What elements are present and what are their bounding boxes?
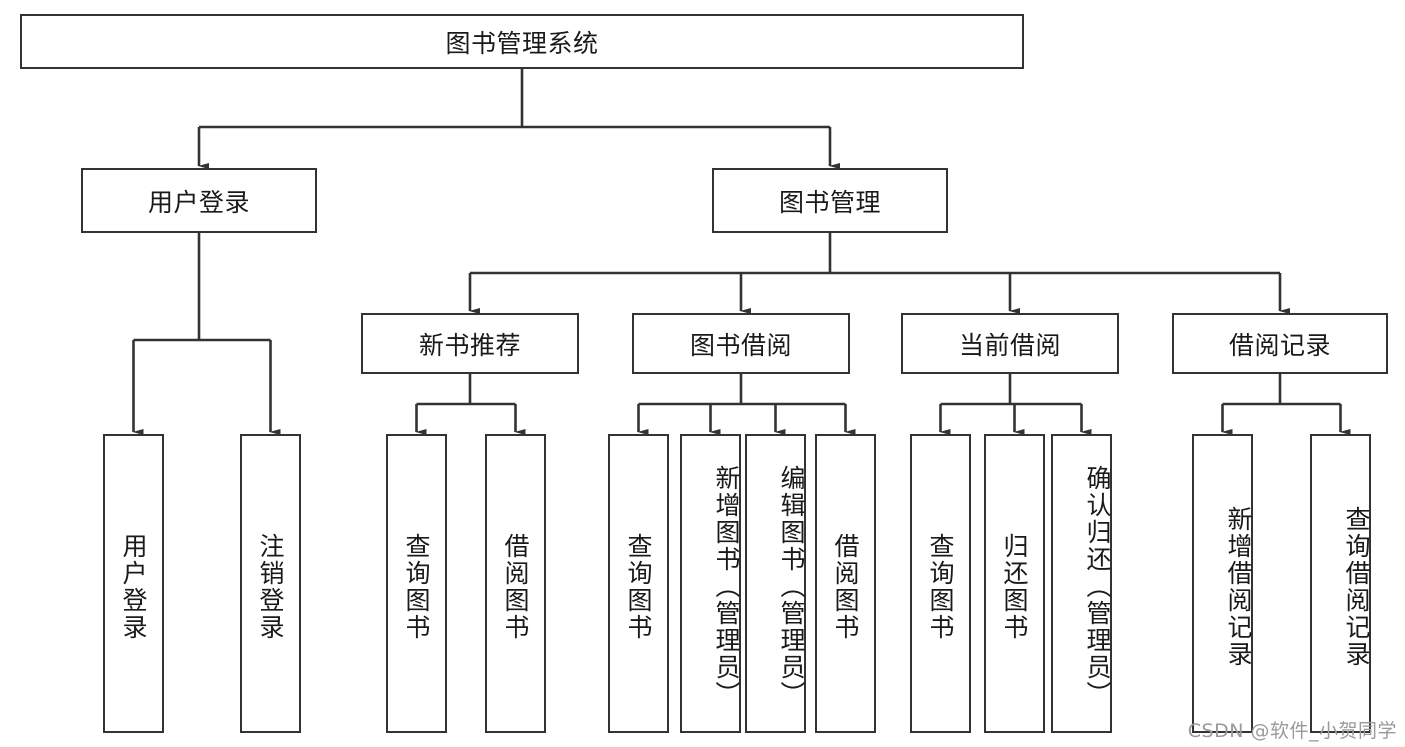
node-label: 用户登录 bbox=[147, 187, 250, 217]
node-label: 新书推荐 bbox=[418, 330, 521, 360]
node-leaf-query-book-2[interactable]: 查询图书 bbox=[608, 434, 669, 733]
node-label: 新增图书（管理员） bbox=[712, 465, 741, 708]
node-label: 查询图书 bbox=[402, 532, 431, 641]
watermark-label: CSDN @软件_小贺同学 bbox=[1187, 720, 1397, 742]
node-leaf-add-book[interactable]: 新增图书（管理员） bbox=[680, 434, 741, 733]
node-label: 用户登录 bbox=[119, 532, 148, 641]
node-label: 图书管理系统 bbox=[445, 28, 599, 58]
node-leaf-user-login[interactable]: 用户登录 bbox=[103, 434, 164, 733]
node-label: 借阅记录 bbox=[1228, 330, 1331, 360]
node-leaf-query-record[interactable]: 查询借阅记录 bbox=[1310, 434, 1371, 733]
node-leaf-return-book[interactable]: 归还图书 bbox=[984, 434, 1045, 733]
node-user-login[interactable]: 用户登录 bbox=[81, 168, 317, 233]
node-label: 新增借阅记录 bbox=[1224, 505, 1253, 668]
node-label: 确认归还（管理员） bbox=[1083, 465, 1112, 708]
node-leaf-borrow-book-1[interactable]: 借阅图书 bbox=[485, 434, 546, 733]
node-leaf-confirm-return[interactable]: 确认归还（管理员） bbox=[1051, 434, 1112, 733]
node-leaf-edit-book[interactable]: 编辑图书（管理员） bbox=[745, 434, 806, 733]
node-label: 注销登录 bbox=[256, 532, 285, 641]
node-root[interactable]: 图书管理系统 bbox=[20, 14, 1024, 69]
node-label: 图书借阅 bbox=[689, 330, 792, 360]
node-label: 查询借阅记录 bbox=[1342, 505, 1371, 668]
node-borrow-record[interactable]: 借阅记录 bbox=[1172, 313, 1388, 374]
node-label: 图书管理 bbox=[778, 187, 881, 217]
node-label: 查询图书 bbox=[624, 532, 653, 641]
node-current-borrow[interactable]: 当前借阅 bbox=[901, 313, 1119, 374]
node-book-manage[interactable]: 图书管理 bbox=[712, 168, 948, 233]
node-book-borrow[interactable]: 图书借阅 bbox=[632, 313, 850, 374]
node-leaf-query-book-3[interactable]: 查询图书 bbox=[910, 434, 971, 733]
node-leaf-borrow-book-2[interactable]: 借阅图书 bbox=[815, 434, 876, 733]
node-label: 编辑图书（管理员） bbox=[777, 465, 806, 708]
node-leaf-add-record[interactable]: 新增借阅记录 bbox=[1192, 434, 1253, 733]
node-label: 当前借阅 bbox=[958, 330, 1061, 360]
node-leaf-query-book-1[interactable]: 查询图书 bbox=[386, 434, 447, 733]
node-label: 借阅图书 bbox=[501, 532, 530, 641]
node-label: 归还图书 bbox=[1000, 532, 1029, 641]
node-label: 借阅图书 bbox=[831, 532, 860, 641]
node-label: 查询图书 bbox=[926, 532, 955, 641]
node-leaf-user-logout[interactable]: 注销登录 bbox=[240, 434, 301, 733]
node-new-book-rec[interactable]: 新书推荐 bbox=[361, 313, 579, 374]
